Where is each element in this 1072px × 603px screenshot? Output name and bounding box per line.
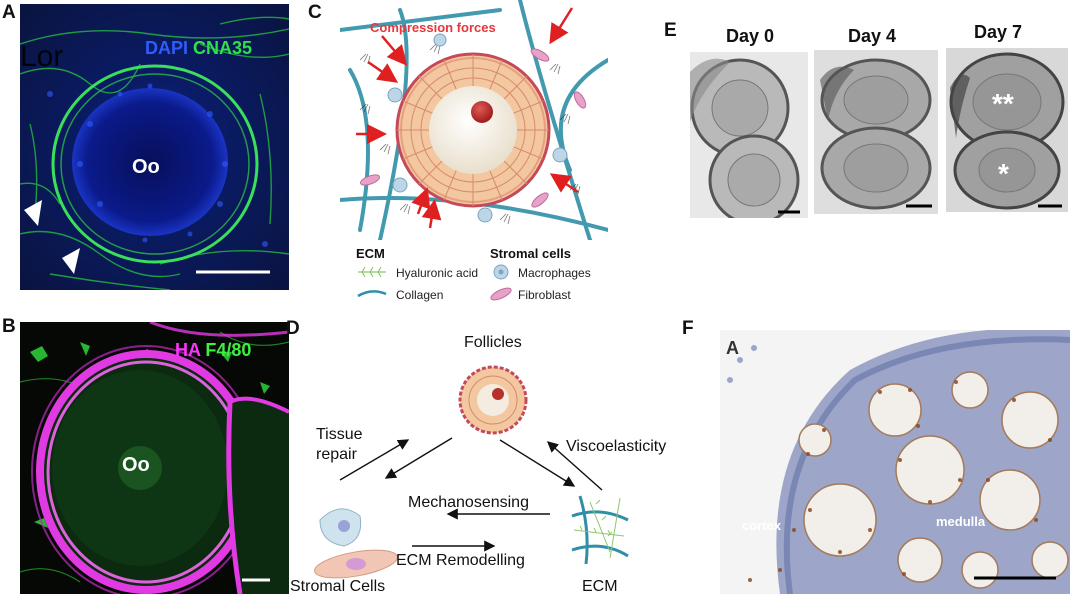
label-ecm-remodelling: ECM Remodelling — [396, 552, 525, 569]
follicle-icon — [458, 365, 528, 435]
region-medulla: medulla — [936, 514, 986, 529]
day0-micrograph — [690, 52, 808, 218]
day4-micrograph — [814, 50, 938, 214]
panel-c-label: C — [308, 2, 322, 23]
day7-micrograph — [946, 48, 1068, 212]
panel-b-stain-legend: HA F4/80 — [175, 340, 251, 361]
label-follicles: Follicles — [464, 334, 522, 351]
marker-double-asterisk: ** — [992, 88, 1014, 119]
label-viscoelasticity: Viscoelasticity — [566, 438, 667, 455]
label-tissue-repair-line1: Tissue — [316, 426, 363, 443]
panel-b-micrograph: HA F4/80 Oo — [19, 320, 290, 599]
ecm-icon — [571, 495, 629, 565]
legend-ecm-heading: ECM — [356, 246, 385, 261]
legend-stromal-heading: Stromal cells — [490, 246, 571, 261]
panel-d-diagram: Follicles Tissue repair Viscoelasticity … — [290, 320, 702, 598]
panel-e-timecourse: Day 0 Day 4 Day 7 ** * — [690, 20, 1070, 220]
panel-a-micrograph: Lor DAPI CNA35 Oo — [19, 4, 290, 291]
label-tissue-repair-line2: repair — [316, 446, 357, 463]
panel-b-image — [19, 320, 290, 599]
panel-a-label: A — [2, 2, 16, 23]
panel-f-label: F — [682, 318, 694, 339]
panel-b-label: B — [2, 316, 16, 337]
stain-ha: HA — [175, 340, 201, 360]
stain-f480: F4/80 — [205, 340, 252, 360]
label-ecm: ECM — [582, 578, 618, 595]
label-stromal-cells: Stromal Cells — [290, 578, 386, 595]
legend-macrophages: Macrophages — [518, 266, 591, 280]
region-cortex: cortex — [742, 518, 782, 533]
panel-d-label: D — [286, 318, 300, 339]
panel-a-image — [19, 4, 290, 291]
panel-c-legend: ECM Stromal cells Hyaluronic acid Collag… — [356, 246, 616, 308]
follicle-ecm-illustration — [338, 0, 610, 242]
panel-f-inner-label: A — [726, 338, 739, 358]
stain-cna35: CNA35 — [193, 38, 253, 58]
ovary-histology-image — [720, 328, 1071, 595]
panel-e-label: E — [664, 20, 677, 41]
hyaluronic-acid-icon — [358, 266, 386, 278]
label-mechanosensing: Mechanosensing — [408, 494, 529, 511]
mechano-cycle-diagram — [314, 365, 629, 579]
arrowhead-marker — [24, 200, 42, 226]
panel-c-illustration: Compression forces — [338, 0, 610, 242]
day-label-7: Day 7 — [974, 22, 1023, 42]
panel-a-corner-text: Lor — [20, 40, 64, 73]
arrowhead-marker — [62, 248, 80, 274]
stain-dapi: DAPI — [145, 38, 189, 58]
fibroblast-icon — [490, 287, 512, 301]
panel-b-oocyte-label: Oo — [122, 454, 150, 476]
legend-collagen: Collagen — [396, 288, 444, 302]
panel-f-histology: A cortex medulla — [720, 328, 1071, 595]
day-label-0: Day 0 — [726, 26, 775, 46]
legend-fibroblast: Fibroblast — [518, 288, 571, 302]
collagen-icon — [357, 290, 387, 298]
panel-a-oocyte-label: Oo — [132, 156, 160, 178]
compression-forces-title: Compression forces — [370, 20, 496, 35]
day-label-4: Day 4 — [848, 26, 897, 46]
panel-a-stain-legend: DAPI CNA35 — [145, 38, 252, 59]
legend-hyaluronic-acid: Hyaluronic acid — [396, 266, 479, 280]
stromal-cells-icon — [314, 508, 398, 579]
macrophage-icon — [493, 264, 509, 280]
marker-single-asterisk: * — [998, 158, 1009, 189]
